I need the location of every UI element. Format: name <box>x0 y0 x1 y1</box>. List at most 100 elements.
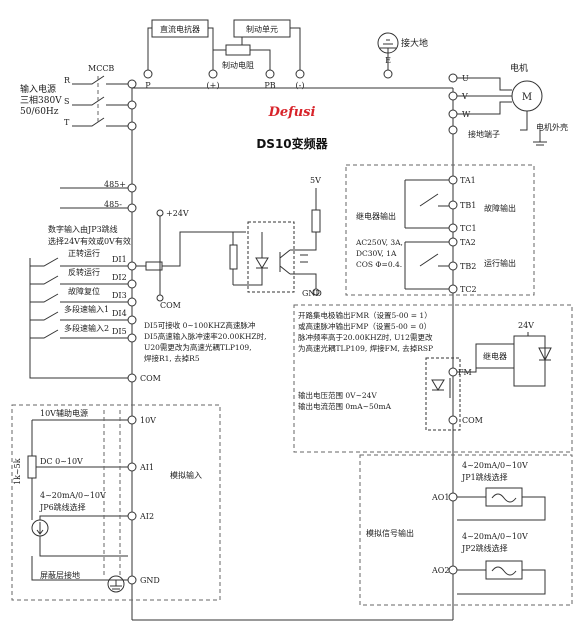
fm-relay-label: 继电器 <box>483 351 507 361</box>
analog-outputs: 模拟信号输出 4~20mA/0~10V JP1跳线选择 4~20mA/0~10V… <box>366 461 546 595</box>
analog-inputs: 10V辅助电源 DC 0~10V 4~20mA/0~10V JP6跳线选择 模拟… <box>13 408 202 593</box>
fm-note-4: 为高速光耦TLP109, 焊接FM, 去掉RSP <box>298 343 433 353</box>
terminal-r <box>127 79 137 89</box>
supply-5v-label: 5V <box>310 176 321 185</box>
di2-label: 反转运行 <box>68 267 100 277</box>
analog-output-section-label: 模拟信号输出 <box>366 528 414 538</box>
rs485-minus-label: 485- <box>104 200 122 209</box>
fault-output-label: 故障输出 <box>484 203 516 213</box>
terminal-tc2 <box>448 284 458 294</box>
ao1-range-label: 4~20mA/0~10V <box>462 461 528 470</box>
di-notes: DI5可接收 0~100KHZ高速脉冲 DI5高速输入脉冲速率20.00KHZ时… <box>144 320 266 363</box>
relay-spec-1: AC250V, 3A, <box>355 238 403 247</box>
terminal-ta1-label: TA1 <box>460 176 476 185</box>
brand-logo: Defusi <box>268 105 316 120</box>
terminal-gnd <box>127 575 137 585</box>
di5-terminal: DI5 <box>112 327 127 336</box>
terminal-485-minus <box>127 203 137 213</box>
gnd-label: GND <box>302 289 322 298</box>
fm-output: 开路集电极输出FMR（设置5-00 = 1） 或高速脉冲输出FMP（设置5-00… <box>298 310 552 431</box>
shield-ground-label: 屏蔽层接地 <box>40 570 80 580</box>
terminal-di5 <box>127 333 137 343</box>
brake-resistor: 制动电阻 <box>222 44 254 70</box>
analog-input-box <box>11 404 221 601</box>
power-input-spec2: 50/60Hz <box>20 107 59 117</box>
terminal-ta2-label: TA2 <box>460 238 476 247</box>
top-wiring <box>147 27 301 70</box>
ground-terminal-label: 接地端子 <box>468 129 500 139</box>
motor-output: U V W M 电机 接地端子 电机外壳 <box>448 62 568 146</box>
fm-supply-label: 24V <box>518 321 534 330</box>
terminal-di1 <box>127 261 137 271</box>
relay-outputs: 继电器输出 AC250V, 3A, DC30V, 1A COS Φ=0.4. 故… <box>355 175 516 294</box>
fm-note-2: 或高速脉冲输出FMP（设置5-00 = 0） <box>298 321 431 331</box>
digital-header-2: 选择24V有效或0V有效 <box>48 236 131 246</box>
power-input-label: 输入电源 <box>20 83 56 95</box>
terminal-ao1-label: AO1 <box>431 493 449 502</box>
di4-terminal: DI4 <box>112 309 127 318</box>
brake-resistor-label: 制动电阻 <box>222 60 254 70</box>
pot-range-label: 1k~5k <box>13 458 22 485</box>
power-input-spec1: 三相380V <box>20 94 62 106</box>
terminal-ao2 <box>448 565 458 575</box>
terminal-ao1 <box>448 492 458 502</box>
phase-s-label: S <box>64 97 69 106</box>
terminal-tc1-label: TC1 <box>460 224 477 233</box>
terminal-tc2-label: TC2 <box>460 285 477 294</box>
terminal-485-plus <box>127 183 137 193</box>
terminal-gnd-label: GND <box>140 576 160 585</box>
terminal-ground <box>448 125 458 135</box>
terminal-tb2-label: TB2 <box>460 262 476 271</box>
terminal-ta2 <box>448 237 458 247</box>
fm-note-1: 开路集电极输出FMR（设置5-00 = 1） <box>298 310 432 320</box>
fm-note-3: 脉冲频率高于20.00KHZ时, U12需更改 <box>298 332 433 342</box>
terminal-ai2-label: AI2 <box>139 512 154 521</box>
ao1-jumper-label: JP1跳线选择 <box>461 472 508 482</box>
terminal-ai1 <box>127 462 137 472</box>
terminal-fm-com-label: COM <box>462 416 483 425</box>
earth-ground-icon: 接大地 <box>377 32 428 70</box>
di-note-3: U20需更改为高速光耦TLP109, <box>144 342 252 352</box>
di3-terminal: DI3 <box>112 291 127 300</box>
terminal-fm <box>448 367 458 377</box>
terminal-t <box>127 121 137 131</box>
dc-reactor-label: 直流电抗器 <box>160 24 200 34</box>
relay-output-box <box>345 164 535 296</box>
ao2-jumper-label: JP2跳线选择 <box>461 543 508 553</box>
fm-current-range: 输出电流范围 0mA~50mA <box>298 401 392 411</box>
terminal-u <box>448 73 458 83</box>
terminal-tc1 <box>448 223 458 233</box>
di1-label: 正转运行 <box>68 248 100 258</box>
terminal-plus <box>208 69 218 79</box>
digital-header-1: 数字输入由JP3跳线 <box>48 224 118 234</box>
rs485-plus-label: 485+ <box>104 180 126 189</box>
terminal-s <box>127 100 137 110</box>
ai1-range-label: DC 0~10V <box>40 457 83 466</box>
motor-housing-label: 电机外壳 <box>536 122 568 132</box>
di-note-1: DI5可接收 0~100KHZ高速脉冲 <box>144 320 255 330</box>
di5-label: 多段速输入2 <box>64 323 109 333</box>
fm-voltage-range: 输出电压范围 0V~24V <box>298 390 377 400</box>
ai2-jumper-label: JP6跳线选择 <box>39 502 86 512</box>
analog-input-section-label: 模拟输入 <box>170 470 202 480</box>
ai2-range-label: 4~20mA/0~10V <box>40 491 106 500</box>
terminal-p-label: P <box>145 81 151 90</box>
rs485-terminals: 485+ 485- <box>60 180 137 213</box>
potentiometer-icon <box>27 455 37 479</box>
di-com-label: COM <box>160 301 181 310</box>
di2-terminal: DI2 <box>112 273 127 282</box>
terminal-10v <box>127 415 137 425</box>
motor-symbol: M <box>522 92 532 103</box>
run-output-label: 运行输出 <box>484 258 516 268</box>
top-terminals: P (+) PB (-) E <box>143 56 393 90</box>
brake-unit: 制动单元 <box>233 19 291 38</box>
dc-reactor: 直流电抗器 <box>151 19 209 38</box>
terminal-plus-label: (+) <box>207 81 220 90</box>
relay-spec-2: DC30V, 1A <box>356 249 397 258</box>
terminal-minus-label: (-) <box>296 81 305 90</box>
ao2-meter-icon <box>485 560 523 580</box>
terminal-ai2 <box>127 511 137 521</box>
breaker-label: MCCB <box>88 64 114 73</box>
terminal-com <box>127 373 137 383</box>
di-supply-label: +24V <box>166 209 189 218</box>
